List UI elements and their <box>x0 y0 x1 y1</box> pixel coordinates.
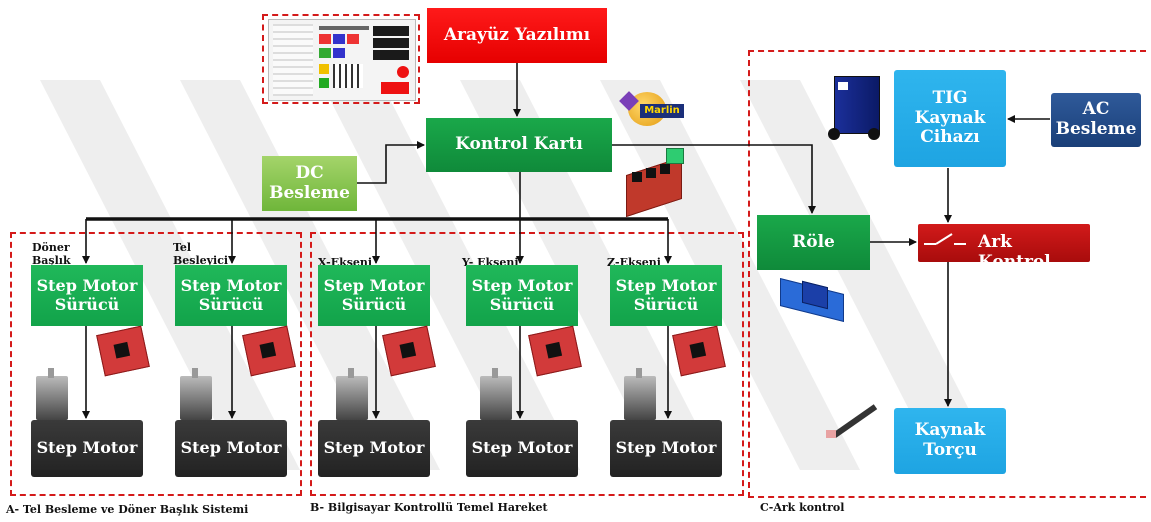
relay-box: Röle <box>757 215 870 270</box>
motor-label: Step Motor <box>323 438 425 458</box>
marlin-logo-text: Marlin <box>640 104 684 118</box>
driver-box-wire: Step Motor Sürücü <box>175 265 287 326</box>
arc-control-box: Ark Kontrol <box>918 224 1090 272</box>
section-c-frame <box>748 50 1146 498</box>
control-board-label: Kontrol Kartı <box>455 134 583 155</box>
relay-label: Röle <box>792 231 835 252</box>
section-b-frame <box>310 232 744 496</box>
caption-section-c: C-Ark kontrol <box>760 501 845 514</box>
label-rotary-head: Döner Başlık <box>32 241 71 267</box>
interface-software-box: Arayüz Yazılımı <box>427 8 607 63</box>
relay-module-image <box>776 278 848 322</box>
driver-box-y: Step Motor Sürücü <box>466 265 578 326</box>
driver-box-rotary: Step Motor Sürücü <box>31 265 143 326</box>
driver-label: Step Motor Sürücü <box>36 276 138 314</box>
motor-label: Step Motor <box>36 438 138 458</box>
stepper-motor-image <box>480 368 512 420</box>
tig-welder-box: TIG Kaynak Cihazı <box>894 70 1006 167</box>
welding-torch-label: Kaynak Torçu <box>914 420 986 460</box>
switch-icon <box>924 233 966 245</box>
driver-box-z: Step Motor Sürücü <box>610 265 722 326</box>
ac-supply-box: AC Besleme <box>1051 93 1141 147</box>
motor-box-y: Step Motor <box>466 420 578 477</box>
label-wire-feeder: Tel Besleyici <box>173 241 229 267</box>
tig-welder-label: TIG Kaynak Cihazı <box>914 88 986 148</box>
interface-software-label: Arayüz Yazılımı <box>443 24 591 45</box>
motor-box-z: Step Motor <box>610 420 722 477</box>
screenshot-frame <box>262 14 420 104</box>
welding-torch-image <box>820 400 884 446</box>
driver-label: Step Motor Sürücü <box>323 276 425 314</box>
driver-label: Step Motor Sürücü <box>180 276 282 314</box>
driver-label: Step Motor Sürücü <box>471 276 573 314</box>
motor-box-rotary: Step Motor <box>31 420 143 477</box>
ac-supply-label: AC Besleme <box>1055 99 1137 139</box>
stepper-motor-image <box>624 368 656 420</box>
stepper-motor-image <box>36 368 68 420</box>
welding-torch-box: Kaynak Torçu <box>894 408 1006 474</box>
motor-label: Step Motor <box>615 438 717 458</box>
dc-supply-label: DC Besleme <box>269 162 350 203</box>
marlin-logo: Marlin <box>619 86 686 132</box>
software-screenshot <box>268 19 416 101</box>
stepper-motor-image <box>336 368 368 420</box>
control-board-box: Kontrol Kartı <box>426 118 612 172</box>
caption-section-a: A- Tel Besleme ve Döner Başlık Sistemi <box>6 503 249 516</box>
motor-label: Step Motor <box>180 438 282 458</box>
arc-control-label: Ark Kontrol <box>978 232 1051 272</box>
motor-label: Step Motor <box>471 438 573 458</box>
section-a-frame <box>10 232 302 496</box>
motor-box-wire: Step Motor <box>175 420 287 477</box>
driver-box-x: Step Motor Sürücü <box>318 265 430 326</box>
motor-box-x: Step Motor <box>318 420 430 477</box>
ramps-board-image <box>622 146 684 218</box>
driver-label: Step Motor Sürücü <box>615 276 717 314</box>
tig-welder-image <box>826 72 884 144</box>
caption-section-b: B- Bilgisayar Kontrollü Temel Hareket <box>310 501 548 514</box>
dc-supply-box: DC Besleme <box>262 156 357 211</box>
stepper-motor-image <box>180 368 212 420</box>
